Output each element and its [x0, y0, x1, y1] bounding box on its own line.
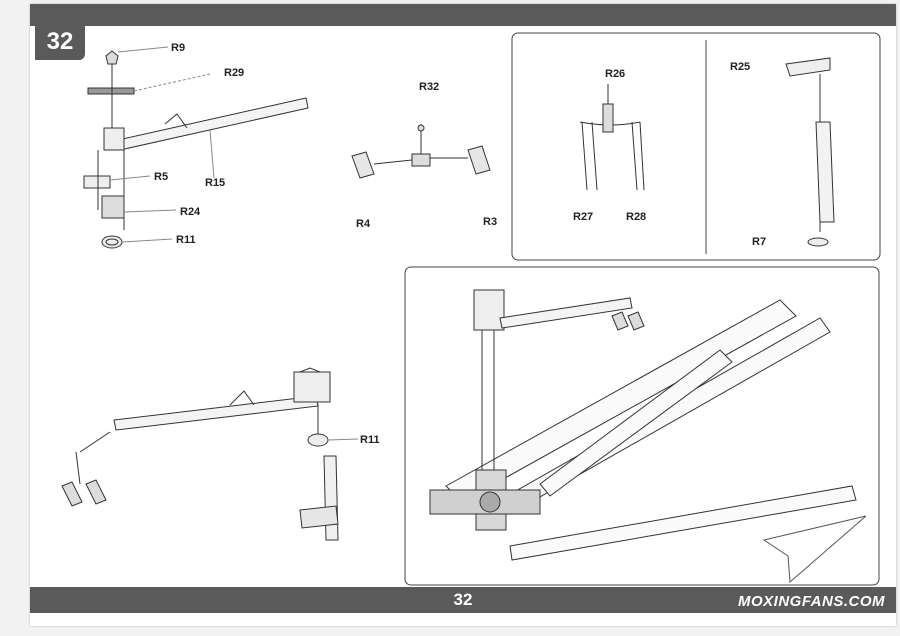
- label-r3: R3: [483, 216, 497, 228]
- page-number: 32: [453, 590, 473, 609]
- label-r27: R27: [573, 211, 593, 223]
- step-number-badge: 32: [35, 24, 85, 60]
- label-r24: R24: [180, 206, 201, 218]
- part-labels: R9 R29 R15 R5 R24 R11 R32 R4 R3 R26 R27 …: [154, 42, 766, 446]
- label-r26: R26: [605, 68, 625, 80]
- main-rotor-detail-right: [785, 57, 835, 247]
- label-r4: R4: [356, 218, 371, 230]
- tail-assembly-view: [61, 367, 339, 541]
- label-r32: R32: [419, 81, 439, 93]
- label-r11-top: R11: [176, 234, 196, 246]
- tail-rotor-exploded-view: [83, 50, 309, 249]
- main-rotor-assembled-view: [429, 289, 867, 584]
- label-r11-bottom: R11: [360, 434, 380, 446]
- top-bar: [30, 4, 896, 26]
- main-rotor-detail-left: [579, 84, 645, 191]
- label-r28: R28: [626, 211, 646, 223]
- label-r15: R15: [205, 177, 225, 189]
- watermark: MOXINGFANS.COM: [738, 593, 886, 610]
- tail-rotor-hub-view: [351, 124, 491, 179]
- label-r9: R9: [171, 42, 185, 54]
- label-r29: R29: [224, 67, 244, 79]
- instruction-page: 32 32 MOXINGFANS.COM: [30, 4, 896, 626]
- label-r7: R7: [752, 236, 766, 248]
- bottom-bar: [30, 587, 896, 613]
- label-r5: R5: [154, 171, 168, 183]
- label-r25: R25: [730, 61, 750, 73]
